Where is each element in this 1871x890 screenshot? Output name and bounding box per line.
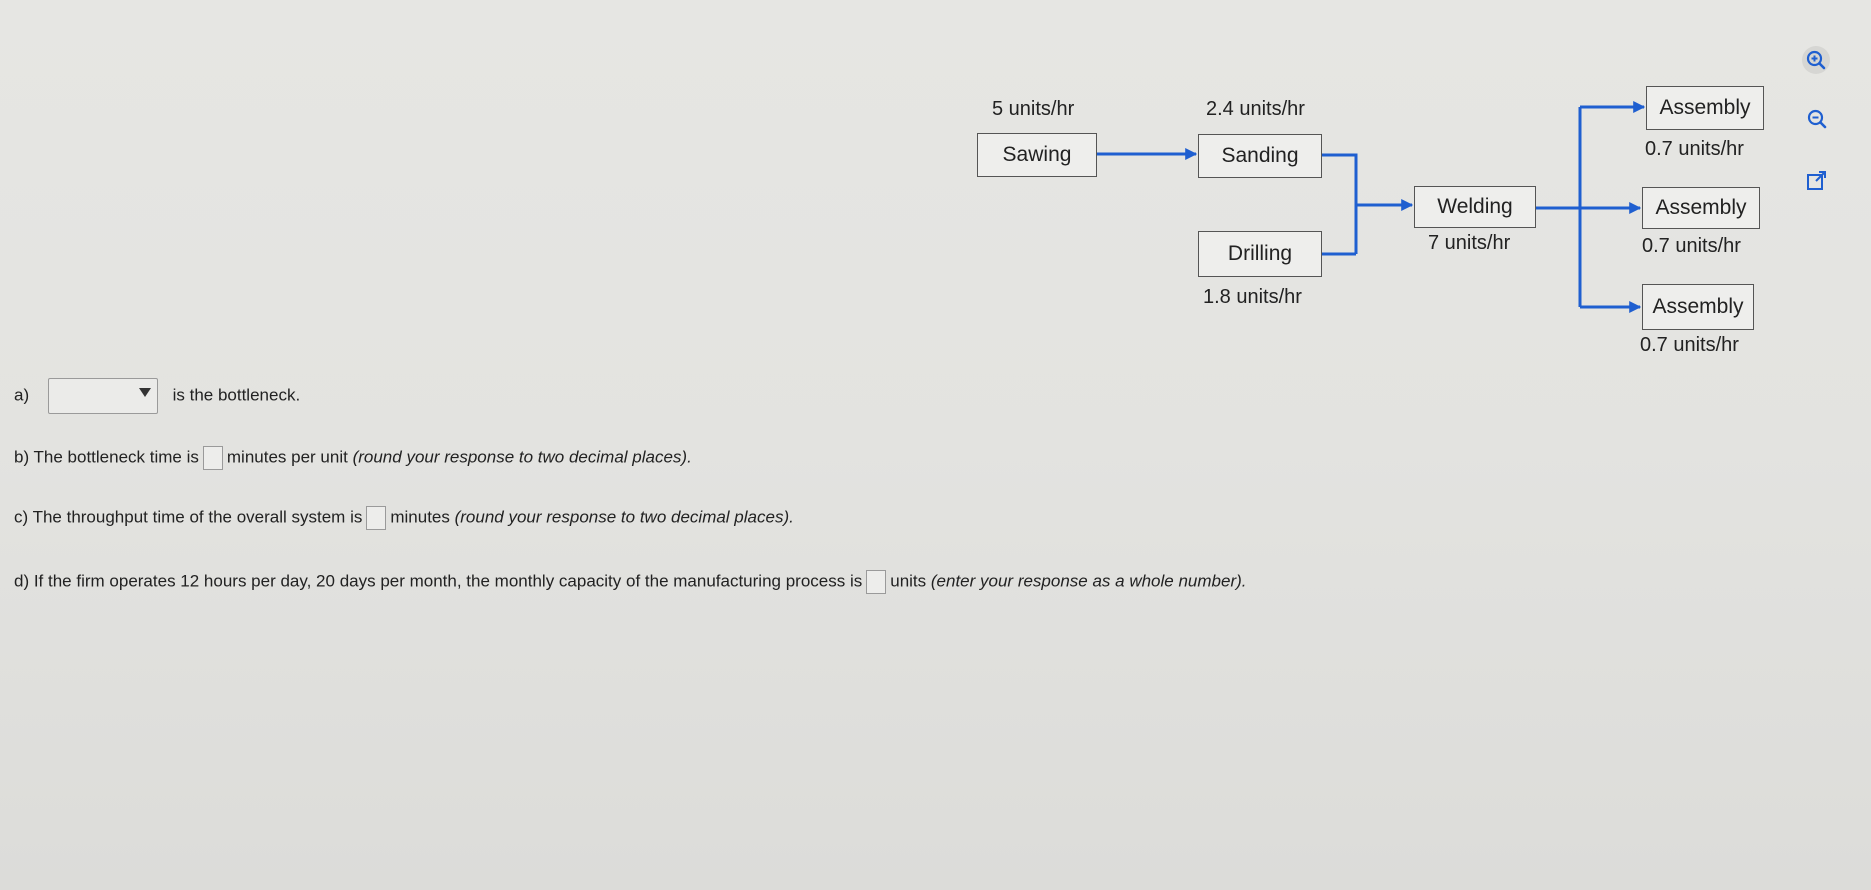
question-c: c) The throughput time of the overall sy… <box>14 506 794 530</box>
welding-rate: 7 units/hr <box>1428 232 1511 254</box>
question-a: a) is the bottleneck. <box>14 378 300 414</box>
drilling-rate: 1.8 units/hr <box>1203 286 1302 308</box>
assembly-1-rate: 0.7 units/hr <box>1645 138 1744 160</box>
throughput-time-input[interactable] <box>366 506 387 530</box>
question-b: b) The bottleneck time is minutes per uni… <box>14 446 692 470</box>
connector-sanding <box>1322 153 1358 254</box>
zoom-in-icon[interactable] <box>1799 43 1833 77</box>
question-c-prefix: c) The throughput time of the overall sy… <box>14 507 363 527</box>
station-drilling: Drilling <box>1198 231 1322 277</box>
assembly-3-rate: 0.7 units/hr <box>1640 334 1739 356</box>
monthly-capacity-input[interactable] <box>866 570 887 594</box>
question-b-middle: minutes per unit <box>226 447 348 467</box>
sawing-rate: 5 units/hr <box>992 98 1075 120</box>
sanding-rate: 2.4 units/hr <box>1206 98 1305 120</box>
question-d-prefix: d) If the firm operates 12 hours per day… <box>14 571 863 591</box>
process-flow-diagram: 5 units/hr Sawing 2.4 units/hr Sanding D… <box>0 0 1871 360</box>
flow-arrows <box>1097 101 1646 313</box>
station-assembly-1: Assembly <box>1646 86 1764 130</box>
assembly-2-rate: 0.7 units/hr <box>1642 235 1741 257</box>
question-d-hint: (enter your response as a whole number). <box>930 571 1247 591</box>
bottleneck-time-input[interactable] <box>202 446 223 470</box>
station-assembly-2: Assembly <box>1642 187 1760 229</box>
question-c-middle: minutes <box>390 507 450 527</box>
station-assembly-3: Assembly <box>1642 284 1754 330</box>
zoom-out-icon[interactable] <box>1800 102 1834 136</box>
station-welding: Welding <box>1414 186 1536 228</box>
bottleneck-dropdown[interactable] <box>47 378 158 414</box>
question-b-prefix: b) The bottleneck time is <box>14 447 199 467</box>
question-a-prefix: a) <box>14 385 30 405</box>
question-d-middle: units <box>890 571 927 591</box>
open-external-icon[interactable] <box>1800 164 1834 198</box>
chevron-down-icon <box>138 388 151 397</box>
question-b-hint: (round your response to two decimal plac… <box>352 447 692 467</box>
station-sawing: Sawing <box>977 133 1097 177</box>
question-d: d) If the firm operates 12 hours per day… <box>14 570 1247 594</box>
question-c-hint: (round your response to two decimal plac… <box>454 507 794 527</box>
question-a-suffix: is the bottleneck. <box>172 385 301 405</box>
station-sanding: Sanding <box>1198 134 1322 178</box>
